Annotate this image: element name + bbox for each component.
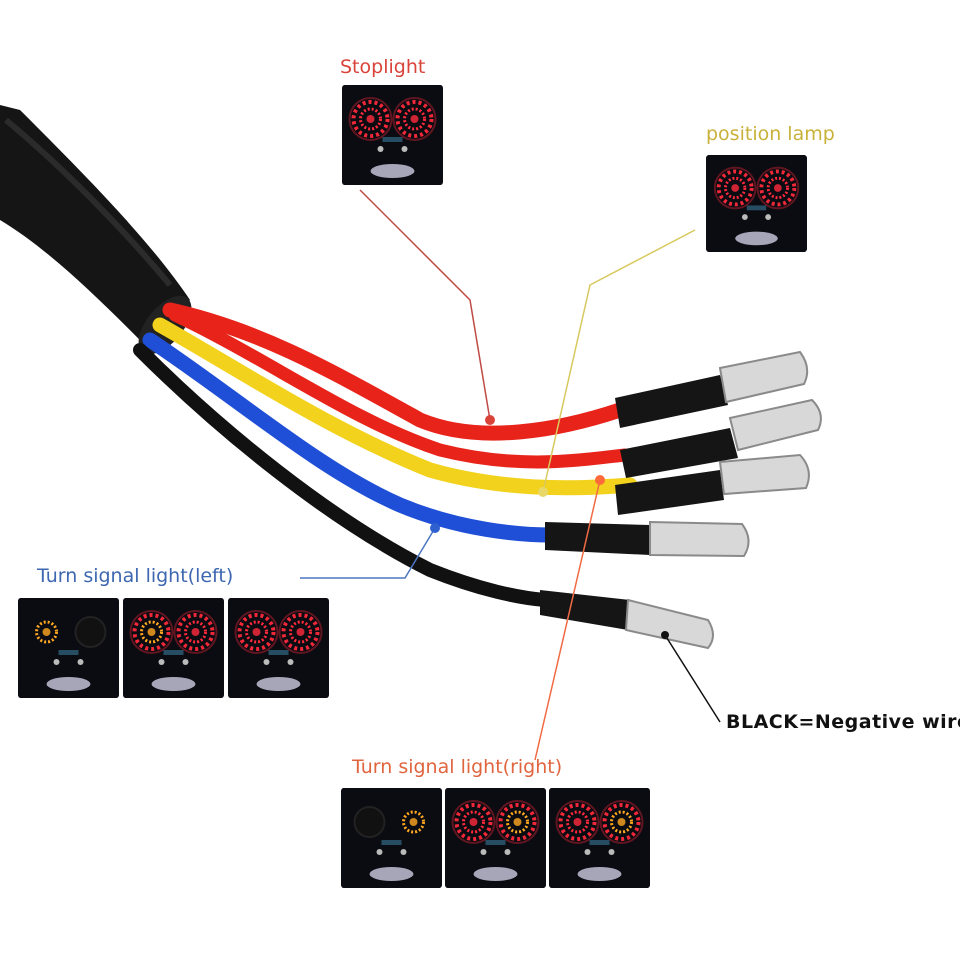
position-leader	[542, 229, 696, 493]
black-wire	[133, 343, 552, 607]
stoplight-label: Stoplight	[340, 56, 426, 78]
red-wire-2	[168, 308, 632, 469]
turn-right-leader	[534, 479, 601, 761]
turn-left-photo-3	[228, 598, 329, 698]
connectors	[540, 350, 822, 650]
turn-signal-right-label: Turn signal light(right)	[352, 756, 563, 778]
stoplight-photo	[342, 85, 443, 185]
yellow-wire	[152, 317, 638, 496]
turn-left-leader	[300, 527, 436, 579]
position-lamp-label: position lamp	[706, 123, 835, 145]
stoplight-leader	[359, 189, 491, 421]
turn-left-photo-2	[123, 598, 224, 698]
black-leader	[664, 634, 721, 723]
turn-right-photo-3	[549, 788, 650, 888]
turn-right-photo-2	[445, 788, 546, 888]
red-wire	[162, 302, 628, 441]
turn-right-photo-1	[341, 788, 442, 888]
turn-left-photo-1	[18, 598, 119, 698]
position-lamp-photo	[706, 155, 807, 252]
blue-wire	[142, 332, 558, 543]
black-negative-label: BLACK=Negative wire	[726, 711, 960, 733]
turn-signal-left-label: Turn signal light(left)	[37, 565, 234, 587]
